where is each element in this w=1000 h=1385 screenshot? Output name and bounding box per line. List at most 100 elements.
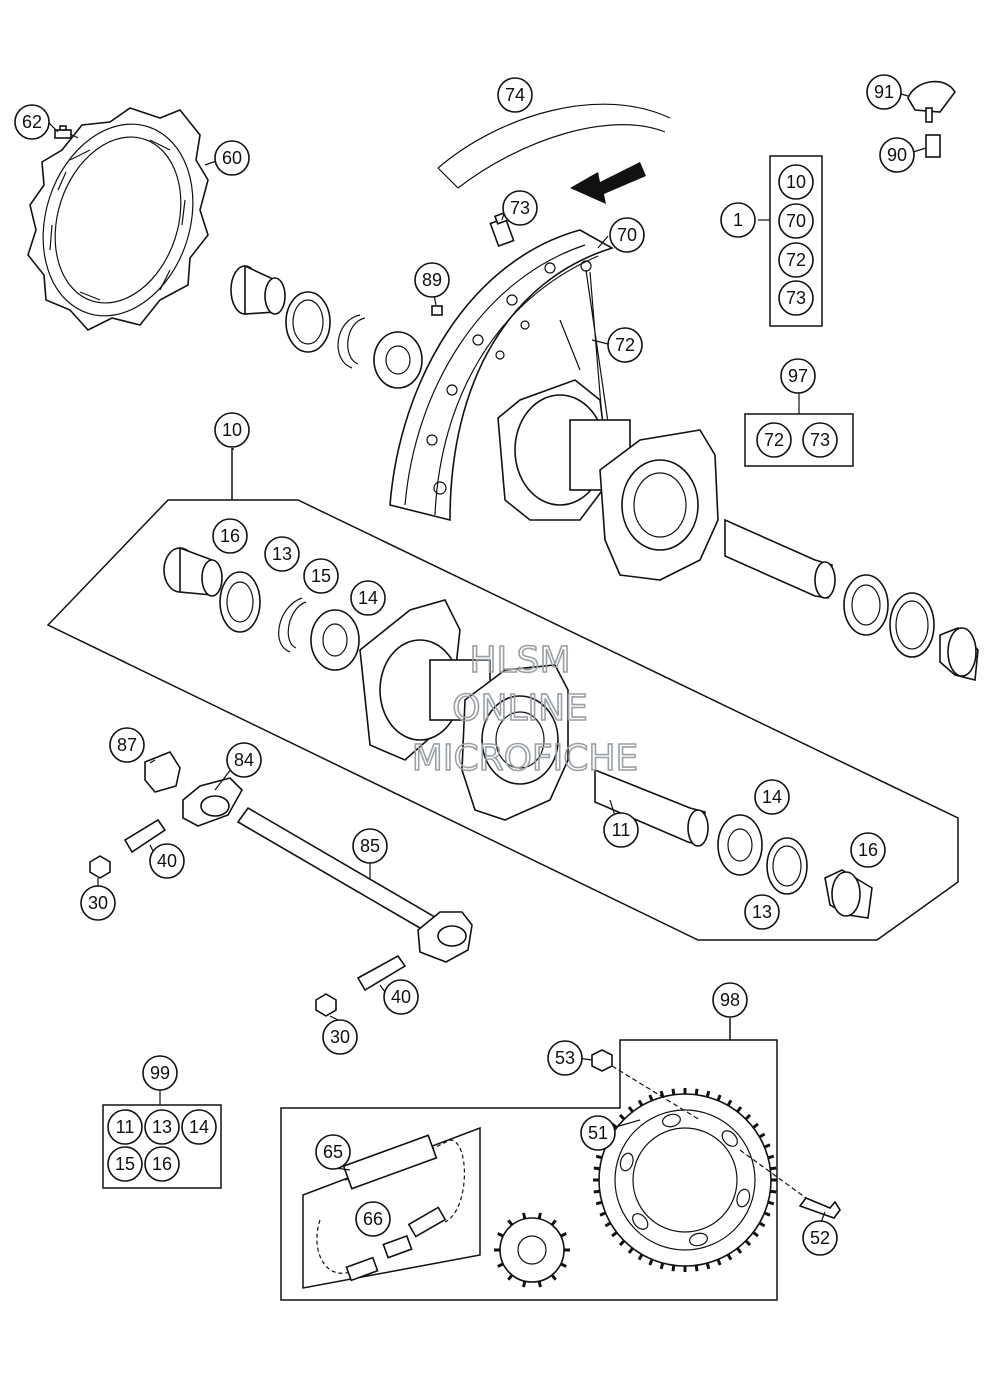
rear-sprocket [593,1088,777,1272]
callout-40: 40 [149,843,185,879]
brake-disc [27,107,209,331]
sprocket-tooth [736,1247,743,1254]
callout-16b: 16 [850,832,886,868]
upper-seals [230,264,423,389]
svg-text:13: 13 [272,544,292,564]
disc-bolt [54,125,79,139]
sprocket-nut [591,1049,613,1072]
callout-90: 90 [879,137,915,173]
callouts: 62 60 74 73 70 89 72 91 90 1 10 70 72 73… [14,74,915,1256]
sprocket-tooth [763,1143,771,1149]
sprocket-tooth [705,1090,711,1098]
sprocket-hole [661,1113,681,1128]
front-sprocket-tooth [560,1232,567,1238]
svg-text:97: 97 [788,366,808,386]
tire-section [437,103,671,189]
svg-text:15: 15 [311,566,331,586]
svg-text:11: 11 [612,820,631,840]
svg-text:73: 73 [510,198,530,218]
sprocket-tooth [752,1122,759,1129]
svg-text:16: 16 [152,1154,172,1174]
front-sprocket-tooth [537,1280,542,1288]
sprocket-tooth [736,1106,743,1113]
hub-assembled [497,379,979,682]
sprocket-tooth [595,1154,603,1160]
front-sprocket-tooth [507,1274,514,1281]
sprocket-tooth [595,1200,603,1206]
callout-98: 98 [712,982,748,1018]
sprocket-hole [736,1188,751,1208]
front-sprocket-tooth [550,1219,557,1226]
watermark-line3: MICROFICHE [412,738,638,779]
callout-65: 65 [315,1134,351,1170]
callout-97: 97 [780,358,816,394]
callout-99: 99 [142,1055,178,1091]
sprocket-tooth [637,1253,644,1261]
svg-text:99: 99 [150,1063,170,1083]
callout-11: 11 [603,812,639,848]
svg-text:72: 72 [764,430,784,450]
watermark-line1: HLSM [469,640,570,681]
sprocket-tooth [716,1094,722,1102]
sprocket-tooth [763,1211,771,1217]
callout-70: 70 [609,217,645,253]
callout-87: 87 [109,727,145,763]
front-sprocket-tooth [522,1280,527,1288]
svg-text:89: 89 [422,270,442,290]
svg-text:14: 14 [358,588,378,608]
sprocket-hole [619,1152,634,1172]
callout-16: 16 [212,518,248,554]
svg-text:1: 1 [733,210,743,230]
svg-text:16: 16 [220,526,240,546]
callout-13: 13 [264,536,300,572]
sprocket-tooth [767,1154,775,1160]
sprocket-tooth [758,1132,766,1139]
sprocket-tooth [758,1221,766,1228]
callout-30: 30 [80,885,116,921]
front-sprocket-tooth [537,1212,542,1220]
svg-text:16: 16 [858,840,878,860]
sprocket-tooth [618,1239,626,1247]
callout-72: 72 [607,327,643,363]
svg-text:70: 70 [786,211,806,231]
sprocket-tooth [726,1253,733,1261]
callout-99-15: 15 [107,1146,143,1182]
svg-text:70: 70 [617,225,637,245]
sprocket-bolt [798,1197,841,1219]
sprocket-tooth [716,1258,722,1266]
svg-text:66: 66 [363,1209,383,1229]
rotation-arrow-icon [570,162,646,204]
sprocket-tooth [671,1088,676,1095]
rim [389,229,615,522]
svg-text:91: 91 [874,82,894,102]
sprocket-hole [632,1213,649,1230]
svg-text:30: 30 [330,1027,350,1047]
svg-text:11: 11 [116,1117,135,1137]
front-sprocket [494,1212,570,1288]
svg-text:15: 15 [115,1154,135,1174]
callout-40b: 40 [383,979,419,1015]
sprocket-kit-frame [280,1018,778,1301]
svg-text:30: 30 [88,893,108,913]
svg-text:60: 60 [222,148,242,168]
front-sprocket-tooth [497,1262,504,1268]
callout-box-10: 10 [778,164,814,200]
watermark: HLSM ONLINE MICROFICHE [411,639,639,780]
callout-99-13: 13 [144,1109,180,1145]
front-sprocket-tooth [522,1212,527,1220]
sprocket-tooth [593,1166,600,1171]
svg-text:52: 52 [810,1228,830,1248]
callout-10: 10 [214,412,250,448]
sprocket-tooth [637,1099,644,1107]
callout-box-70: 70 [778,203,814,239]
sprocket-tooth [659,1090,665,1098]
callout-60: 60 [214,140,250,176]
callout-66: 66 [355,1201,391,1237]
front-sprocket-tooth [507,1219,514,1226]
valve-cap [907,80,956,158]
svg-text:73: 73 [810,430,830,450]
axle-parts [89,751,473,1017]
front-sprocket-tooth [550,1274,557,1281]
